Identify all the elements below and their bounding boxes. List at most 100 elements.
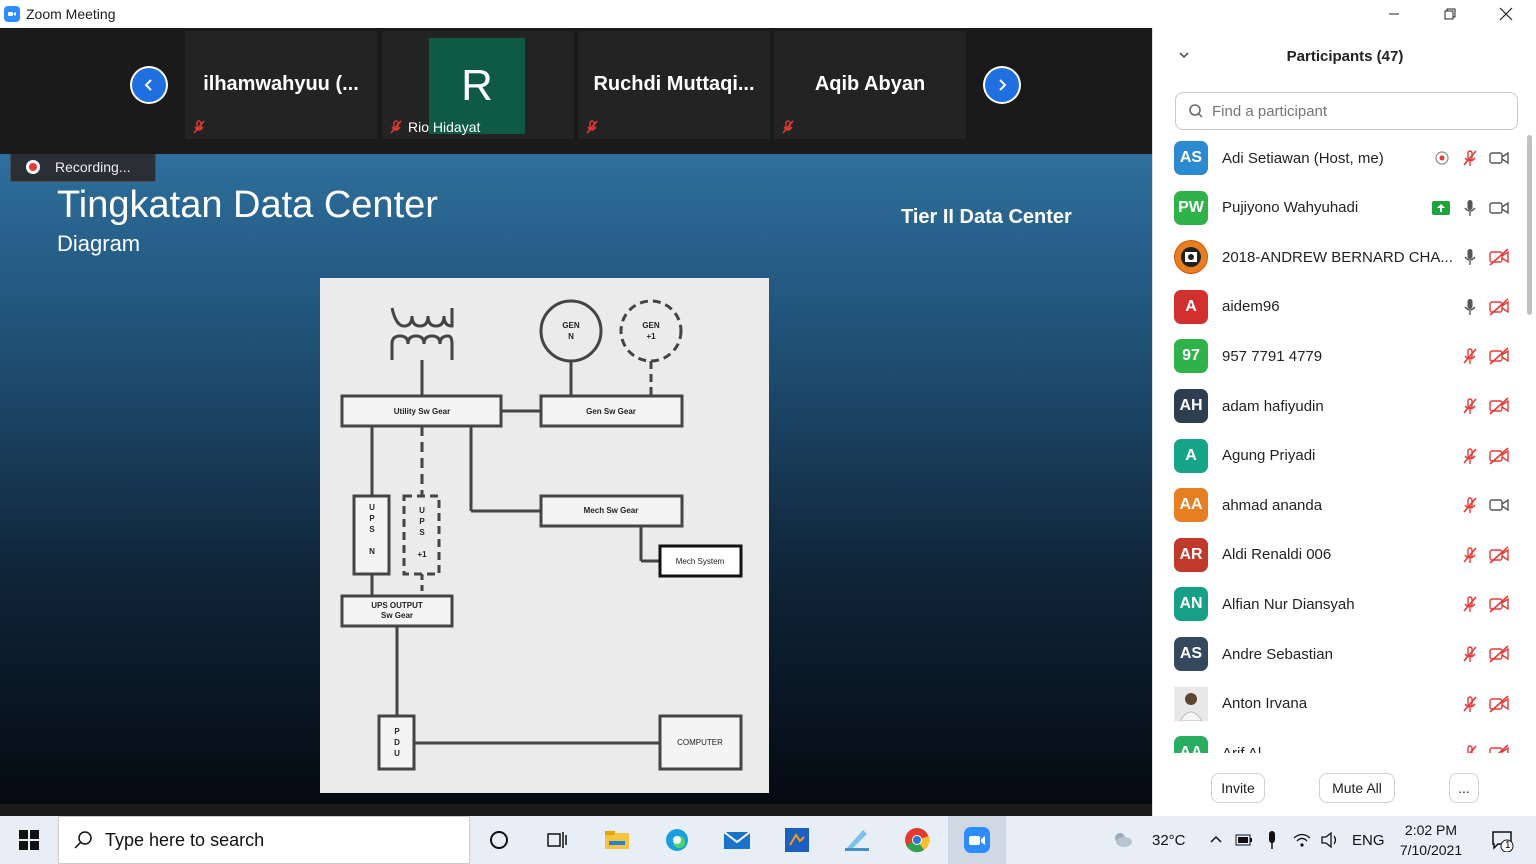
participant-row[interactable]: AAArif Al...: [1153, 728, 1525, 753]
start-button[interactable]: [0, 816, 58, 864]
diagram-label: N: [369, 547, 375, 556]
mic-icon[interactable]: [1459, 197, 1481, 219]
wifi-icon[interactable]: [1290, 816, 1314, 864]
diagram-label: Mech System: [676, 557, 725, 566]
diagram-label: UPS OUTPUT: [371, 601, 423, 610]
participant-row[interactable]: 2018-ANDREW BERNARD CHA...: [1153, 232, 1525, 282]
next-page-button[interactable]: [983, 66, 1021, 104]
diagram-label: GEN: [642, 321, 660, 330]
windows-taskbar: Type here to search 32°C ENG 2:02 PM 7/1…: [0, 816, 1536, 864]
weather-icon[interactable]: [1100, 816, 1144, 864]
microphone-icon[interactable]: [1260, 816, 1284, 864]
mic-muted-icon[interactable]: [1459, 147, 1481, 169]
invite-button[interactable]: Invite: [1211, 773, 1265, 803]
video-off-icon[interactable]: [1488, 742, 1510, 753]
app-icon[interactable]: [768, 816, 826, 864]
participant-name: ahmad ananda: [1222, 496, 1323, 514]
mic-muted-icon[interactable]: [1459, 693, 1481, 715]
prev-page-button[interactable]: [130, 66, 168, 104]
video-off-icon[interactable]: [1488, 345, 1510, 367]
scrollbar-thumb[interactable]: [1527, 135, 1532, 315]
video-tile[interactable]: R Rio Hidayat: [382, 31, 574, 139]
taskbar-search[interactable]: Type here to search: [58, 816, 470, 864]
edge-icon[interactable]: [648, 816, 706, 864]
video-tile[interactable]: ilhamwahyuu (...: [185, 31, 377, 139]
participant-row[interactable]: AA ahmad ananda: [1153, 480, 1525, 530]
mic-icon[interactable]: [1459, 246, 1481, 268]
mic-muted-icon: [193, 120, 205, 134]
mic-muted-icon[interactable]: [1459, 544, 1481, 566]
diagram-label: S: [419, 528, 425, 537]
video-tile[interactable]: Ruchdi Muttaqi...: [578, 31, 770, 139]
notification-button[interactable]: 1: [1480, 816, 1524, 864]
restore-button[interactable]: [1422, 0, 1478, 28]
mic-muted-icon: [782, 120, 794, 134]
video-off-icon[interactable]: [1488, 643, 1510, 665]
participant-name: Aqib Abyan: [814, 73, 926, 95]
participant-scrollbar[interactable]: [1525, 133, 1533, 753]
clock[interactable]: 2:02 PM 7/10/2021: [1388, 820, 1474, 860]
language-indicator[interactable]: ENG: [1352, 831, 1385, 849]
mic-muted-icon[interactable]: [1459, 742, 1481, 753]
window-title: Zoom Meeting: [26, 6, 116, 22]
video-off-icon[interactable]: [1488, 246, 1510, 268]
video-icon[interactable]: [1488, 147, 1510, 169]
mic-muted-icon[interactable]: [1459, 445, 1481, 467]
zoom-taskbar-icon[interactable]: [948, 816, 1006, 864]
more-button[interactable]: ...: [1449, 773, 1479, 803]
video-off-icon[interactable]: [1488, 296, 1510, 318]
mic-muted-icon[interactable]: [1459, 643, 1481, 665]
mic-muted-icon[interactable]: [1459, 494, 1481, 516]
avatar: [1174, 240, 1208, 275]
mail-icon[interactable]: [708, 816, 766, 864]
recording-indicator[interactable]: Recording...: [10, 154, 156, 182]
video-off-icon[interactable]: [1488, 395, 1510, 417]
minimize-button[interactable]: [1366, 0, 1422, 28]
mech-system-box: [658, 544, 743, 578]
participant-name: Pujiyono Wahyuhadi: [1222, 199, 1359, 217]
search-input[interactable]: [1212, 102, 1502, 120]
participant-search[interactable]: [1175, 92, 1518, 130]
video-off-icon[interactable]: [1488, 544, 1510, 566]
close-button[interactable]: [1478, 0, 1534, 28]
avatar: AA: [1174, 488, 1208, 523]
mute-all-button[interactable]: Mute All: [1319, 773, 1395, 803]
mic-muted-icon[interactable]: [1459, 345, 1481, 367]
avatar: AS: [1174, 141, 1208, 175]
chevron-down-icon[interactable]: [1177, 48, 1191, 62]
mic-muted-icon[interactable]: [1459, 395, 1481, 417]
volume-icon[interactable]: [1318, 816, 1342, 864]
time: 2:02 PM: [1404, 822, 1458, 838]
battery-icon[interactable]: [1232, 816, 1256, 864]
transformer-symbol: [390, 307, 454, 396]
video-icon[interactable]: [1488, 197, 1510, 219]
video-off-icon[interactable]: [1488, 693, 1510, 715]
chrome-icon[interactable]: [888, 816, 946, 864]
file-explorer-icon[interactable]: [588, 816, 646, 864]
app-icon[interactable]: [828, 816, 886, 864]
video-off-icon[interactable]: [1488, 445, 1510, 467]
video-icon[interactable]: [1488, 494, 1510, 516]
chevron-up-icon[interactable]: [1204, 816, 1228, 864]
gen-n-symbol: [539, 299, 603, 363]
mic-muted-icon[interactable]: [1459, 593, 1481, 615]
task-view-icon[interactable]: [528, 816, 586, 864]
participant-row[interactable]: Anton Irvana: [1153, 679, 1525, 729]
avatar: AS: [1174, 637, 1208, 671]
participant-name: Aldi Renaldi 006: [1222, 546, 1332, 564]
mic-icon[interactable]: [1459, 296, 1481, 318]
video-off-icon[interactable]: [1488, 593, 1510, 615]
video-tile[interactable]: Aqib Abyan: [774, 31, 966, 139]
diagram-label: +1: [417, 550, 427, 559]
temperature[interactable]: 32°C: [1152, 831, 1186, 849]
cortana-icon[interactable]: [470, 816, 528, 864]
